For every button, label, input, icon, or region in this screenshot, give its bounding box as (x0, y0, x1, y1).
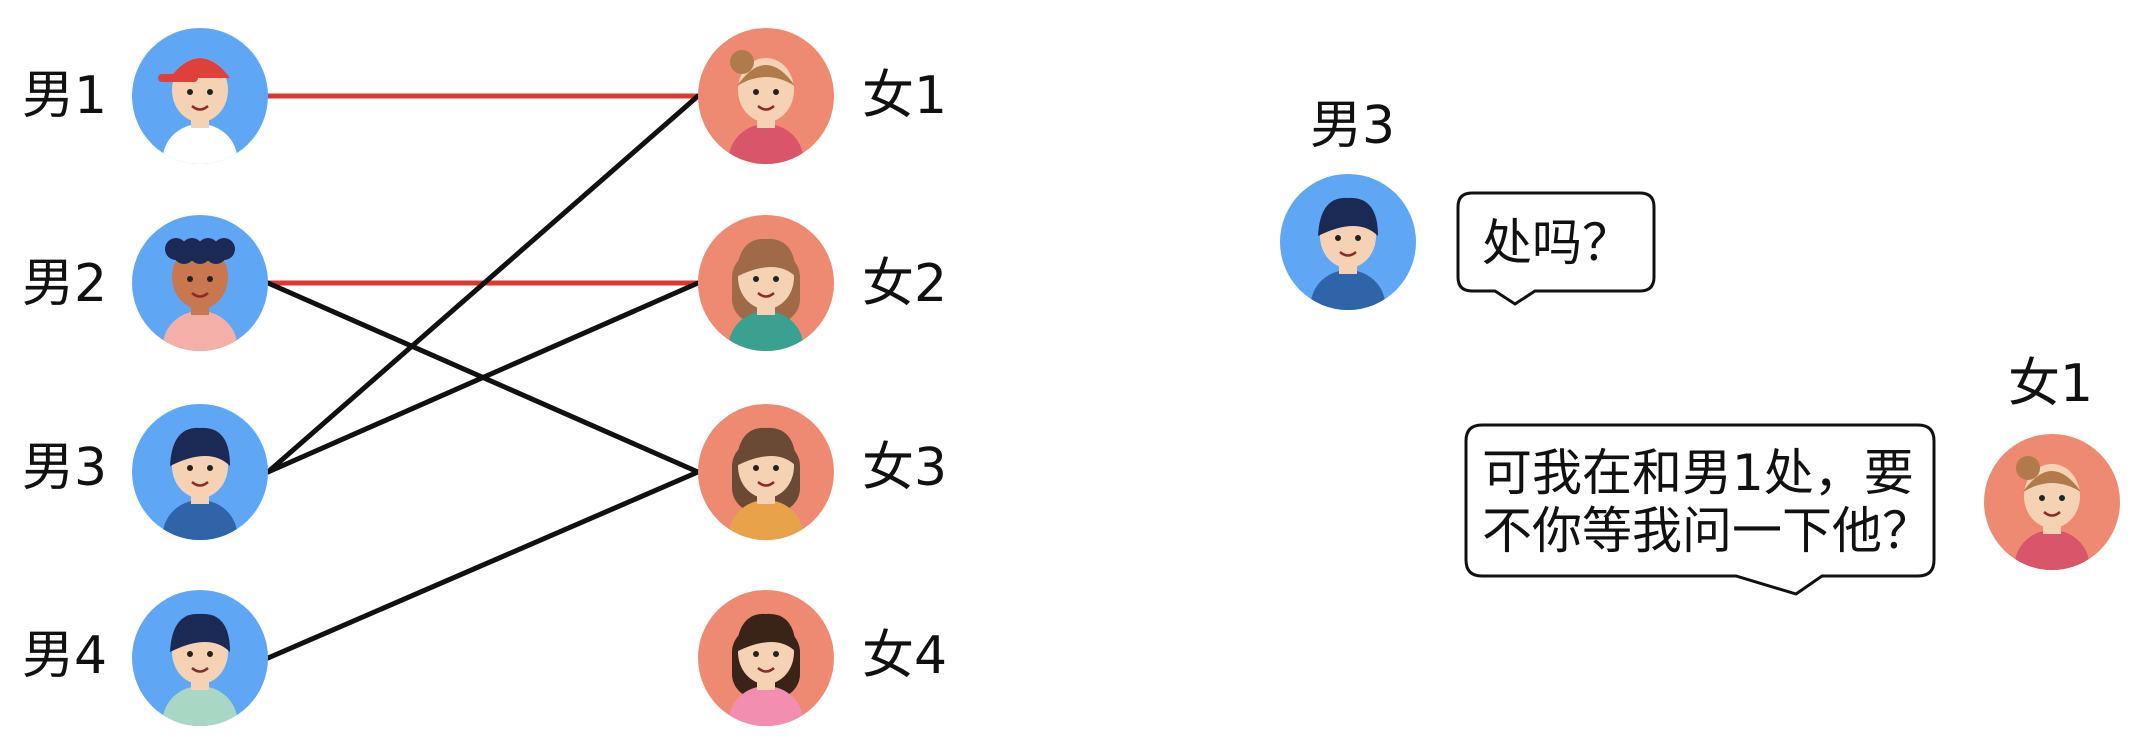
edge-candidate-6 (265, 469, 701, 661)
bubble2-line1: 可我在和男1处，要 (1482, 444, 1914, 502)
male-label-1: 男1 (22, 66, 108, 126)
chat-speaker2-label: 女1 (2008, 354, 2094, 414)
chat-speaker2-avatar (1984, 434, 2120, 570)
speech-bubble-2 (1464, 423, 1936, 596)
female-avatar-4 (698, 590, 834, 726)
female-avatar-3 (698, 404, 834, 540)
female-label-2: 女2 (862, 254, 948, 314)
chat-speaker1-avatar (1280, 174, 1416, 310)
female-label-3: 女3 (862, 438, 948, 498)
male-label-4: 男4 (22, 626, 108, 686)
edge-candidate-4 (265, 93, 701, 475)
nodes-layer (132, 28, 834, 726)
edges-layer (265, 93, 701, 661)
male-label-2: 男2 (22, 254, 108, 314)
speech-bubble-1 (1456, 191, 1656, 306)
male-avatar-1 (132, 28, 268, 164)
female-avatar-2 (698, 215, 834, 351)
female-label-4: 女4 (862, 626, 948, 686)
male-avatar-2 (132, 215, 268, 351)
male-avatar-3 (132, 404, 268, 540)
chat-illustration (1280, 174, 2120, 596)
edge-candidate-5 (265, 280, 701, 475)
bubble2-line2: 不你等我问一下他？ (1482, 502, 1932, 560)
bubble1-text: 处吗？ (1482, 214, 1632, 272)
male-avatar-4 (132, 590, 268, 726)
female-avatar-1 (698, 28, 834, 164)
male-label-3: 男3 (22, 438, 108, 498)
female-label-1: 女1 (862, 66, 948, 126)
chat-speaker1-label: 男3 (1310, 96, 1396, 156)
